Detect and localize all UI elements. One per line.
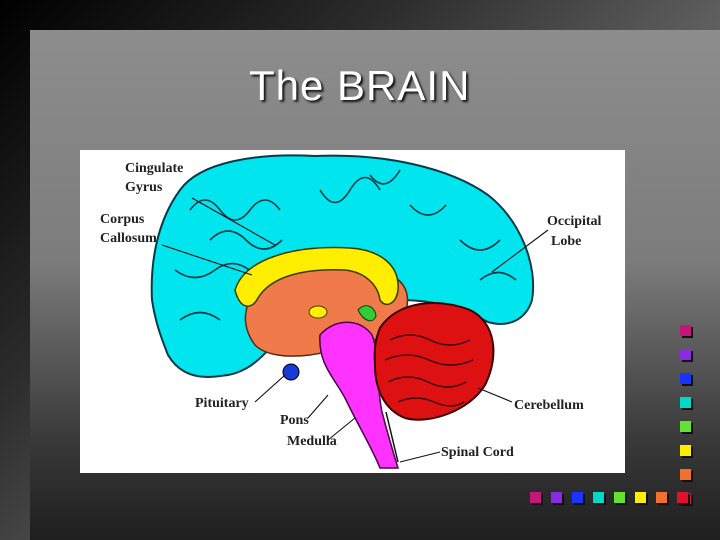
label-cingulate-gyrus-1: Cingulate	[125, 161, 183, 176]
pituitary-gland	[283, 364, 299, 380]
decor-square	[593, 492, 604, 503]
brain-diagram: Cingulate Gyrus Corpus Callosum Occipita…	[80, 150, 625, 473]
label-cingulate-gyrus-2: Gyrus	[125, 180, 163, 195]
label-corpus-callosum-2: Callosum	[100, 231, 157, 246]
decor-square	[680, 421, 691, 432]
decor-square	[572, 492, 583, 503]
label-spinal-cord: Spinal Cord	[441, 445, 514, 460]
decor-square	[656, 492, 667, 503]
decor-square	[677, 492, 688, 503]
decor-square	[635, 492, 646, 503]
label-medulla: Medulla	[287, 434, 337, 449]
decor-square	[680, 469, 691, 480]
decor-square	[680, 373, 691, 384]
decor-square	[680, 349, 691, 360]
decor-square	[551, 492, 562, 503]
decor-square	[680, 325, 691, 336]
label-occipital-lobe-1: Occipital	[547, 214, 602, 229]
label-pituitary: Pituitary	[195, 396, 249, 411]
slide-title: The BRAIN	[249, 62, 470, 110]
decor-square	[680, 397, 691, 408]
label-corpus-callosum-1: Corpus	[100, 212, 145, 227]
decor-square	[680, 445, 691, 456]
decor-square	[614, 492, 625, 503]
fornix-oval	[309, 306, 327, 318]
decor-square	[530, 492, 541, 503]
label-occipital-lobe-2: Lobe	[551, 234, 581, 249]
label-cerebellum: Cerebellum	[514, 398, 584, 413]
brain-diagram-svg: Cingulate Gyrus Corpus Callosum Occipita…	[80, 150, 625, 473]
label-pons: Pons	[280, 413, 309, 428]
